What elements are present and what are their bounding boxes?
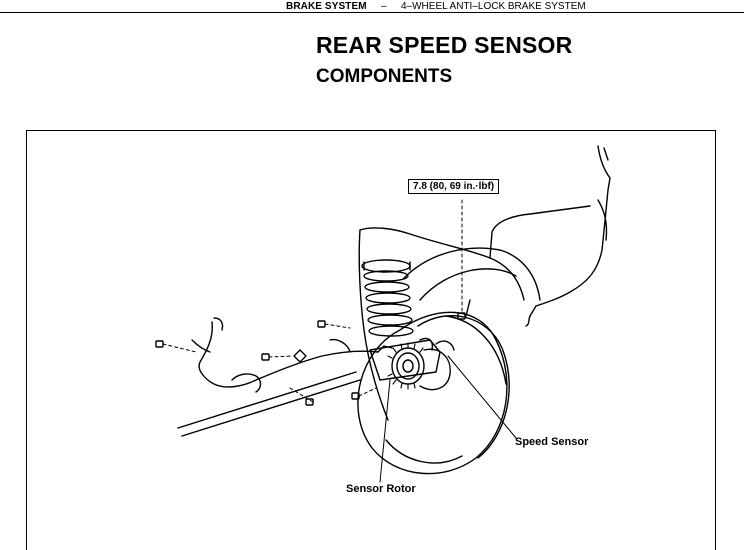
page-title: REAR SPEED SENSOR (316, 32, 573, 58)
figure-frame (26, 130, 716, 550)
sensor-wire-harness (191, 317, 434, 393)
coil-spring (361, 259, 414, 337)
sensor-rotor-label: Sensor Rotor (346, 483, 416, 495)
header-separator: – (381, 1, 387, 12)
page-subtitle: COMPONENTS (316, 66, 453, 87)
sensor-rotor-teeth (387, 342, 424, 390)
installation-guide-lines (162, 199, 463, 403)
rear-tire (357, 299, 510, 475)
speed-sensor-label: Speed Sensor (515, 436, 589, 448)
axle-hub-assembly (177, 339, 455, 437)
header-rule (0, 0, 744, 13)
vehicle-body-outline (358, 145, 611, 421)
header-section: BRAKE SYSTEM (286, 1, 367, 12)
callout-leader-lines (379, 355, 517, 483)
header-subsection: 4–WHEEL ANTI–LOCK BRAKE SYSTEM (401, 1, 586, 12)
torque-spec-label: 7.8 (80, 69 in.·lbf) (408, 179, 500, 194)
